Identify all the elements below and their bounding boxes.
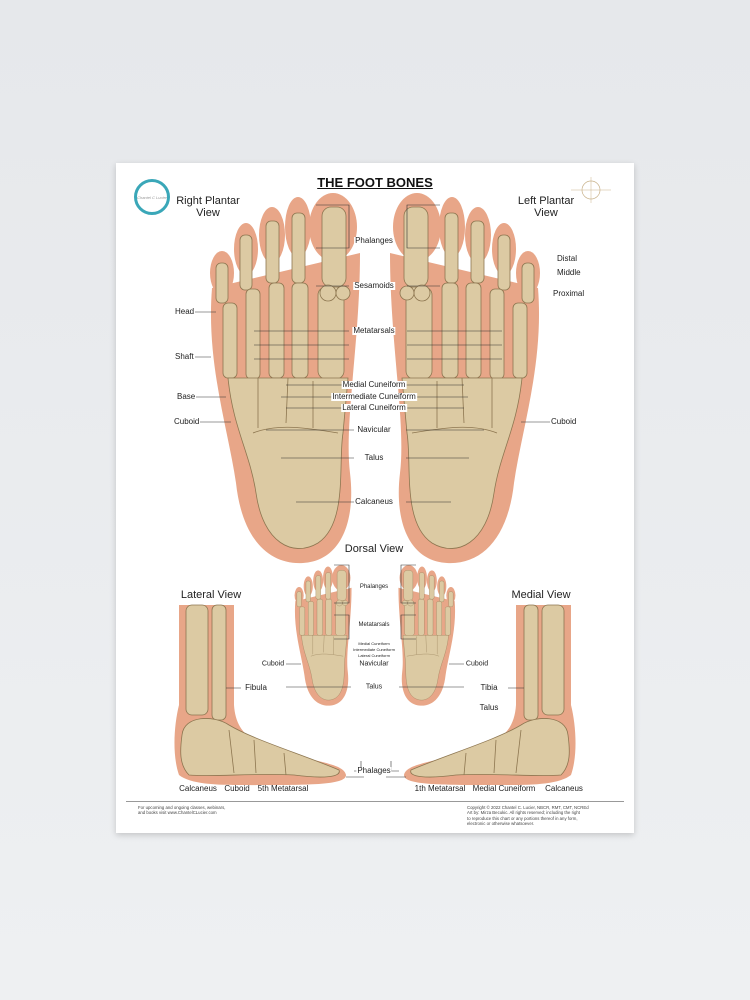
footer-left: For upcoming and ongoing classes, webina… — [138, 805, 226, 816]
label-talus: Talus — [363, 453, 385, 462]
label-cuboid-right: Cuboid — [173, 417, 201, 426]
lateral-label-cuboid: Cuboid — [223, 784, 251, 793]
label-lateral-cuneiform: Lateral Cuneiform — [341, 403, 407, 412]
medial-label-talus: Talus — [478, 703, 500, 712]
dorsal-label-cuboid-left: Cuboid — [260, 660, 286, 668]
dorsal-label-talus: Talus — [364, 683, 384, 691]
label-tibia: Tibia — [479, 683, 499, 692]
label-calcaneus: Calcaneus — [354, 497, 394, 506]
medial-label-calcaneus: Calcaneus — [544, 784, 584, 793]
logo-text: Chantel C Lucier — [137, 194, 167, 200]
label-head: Head — [174, 307, 196, 316]
dorsal-label-intermediate-cuneiform: Intermediate Cuneiform — [352, 647, 396, 652]
label-cuboid-left: Cuboid — [550, 417, 578, 426]
dorsal-label-phalanges: Phalanges — [358, 584, 390, 590]
brand-logo: Chantel C Lucier — [134, 179, 170, 215]
footer-divider — [126, 801, 624, 802]
dorsal-label-metatarsals: Metatarsals — [357, 622, 391, 628]
label-phalanges-bottom: Phalages — [356, 766, 392, 775]
dorsal-label-lateral-cuneiform: Lateral Cuneiform — [357, 653, 391, 658]
label-phalanges: Phalanges — [354, 236, 394, 245]
footer-copyright: Copyright © 2022 Chantel C. Lucier, NBCR… — [467, 805, 589, 827]
foot-bones-poster: Chantel C Lucier THE FOOT BONES Right Pl… — [116, 163, 634, 833]
label-sesamoids: Sesamoids — [353, 281, 395, 290]
label-base: Base — [176, 392, 197, 401]
dorsal-label-medial-cuneiform: Medial Cuneiform — [357, 641, 391, 646]
label-intermediate-cuneiform: Intermediate Cuneiform — [331, 392, 417, 401]
label-middle: Middle — [556, 268, 582, 277]
dorsal-view-title: Dorsal View — [344, 543, 404, 555]
sun-moon-emblem-icon — [571, 177, 611, 203]
dorsal-label-navicular: Navicular — [358, 660, 390, 668]
lateral-view-title: Lateral View — [180, 589, 242, 601]
medial-label-medial-cuneiform: Medial Cuneiform — [471, 784, 537, 793]
dorsal-label-cuboid-right: Cuboid — [464, 660, 490, 668]
label-medial-cuneiform: Medial Cuneiform — [341, 380, 407, 389]
label-proximal: Proximal — [552, 289, 586, 298]
label-5th-metatarsal: 5th Metatarsal — [256, 784, 310, 793]
medial-view-title: Medial View — [511, 589, 571, 601]
page-title: THE FOOT BONES — [317, 175, 433, 190]
lateral-label-calcaneus: Calcaneus — [178, 784, 218, 793]
label-distal: Distal — [556, 254, 579, 263]
label-navicular: Navicular — [356, 425, 392, 434]
label-shaft: Shaft — [174, 352, 195, 361]
label-metatarsals: Metatarsals — [352, 326, 396, 335]
label-fibula: Fibula — [244, 683, 268, 692]
label-1st-metatarsal: 1th Metatarsal — [413, 784, 467, 793]
